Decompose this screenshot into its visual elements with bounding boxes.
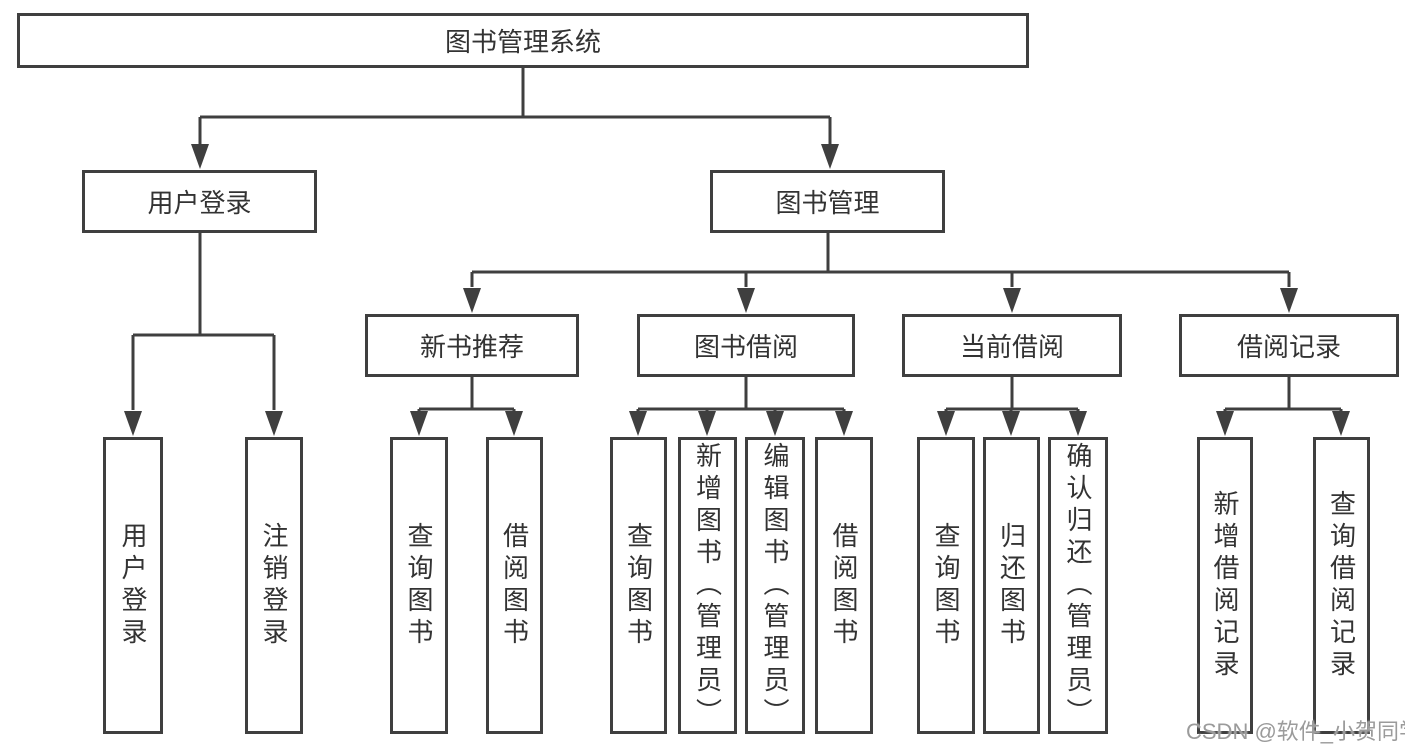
node-recommend-query-books: 查询图书: [390, 437, 448, 734]
node-label: 图书管理: [775, 188, 880, 218]
node-label: 查询图书: [623, 521, 654, 650]
node-label: 归还图书: [996, 521, 1027, 650]
node-label: 图书借阅: [693, 332, 798, 362]
node-book-management: 图书管理: [710, 170, 945, 233]
connector-book-borrow-children: [629, 377, 853, 436]
node-library-management-system: 图书管理系统: [17, 13, 1029, 68]
connector-borrow-records-children: [1216, 377, 1350, 436]
node-borrow-add-books-admin: 新增图书（管理员）: [678, 437, 737, 734]
node-recommend-borrow-books: 借阅图书: [486, 437, 543, 734]
node-records-query-record: 查询借阅记录: [1313, 437, 1370, 734]
node-current-return-books: 归还图书: [983, 437, 1040, 734]
node-label: 新增借阅记录: [1210, 489, 1240, 682]
node-label: 当前借阅: [959, 332, 1064, 362]
node-label: 图书管理系统: [444, 27, 601, 57]
node-label: 新增图书（管理员）: [692, 441, 723, 730]
node-label: 借阅图书: [499, 521, 530, 650]
node-logout: 注销登录: [245, 437, 303, 734]
node-current-query-books: 查询图书: [917, 437, 975, 734]
watermark: CSDN @软件_小贺同学: [1186, 719, 1405, 744]
node-records-add-record: 新增借阅记录: [1197, 437, 1253, 734]
node-label: 注销登录: [259, 521, 289, 650]
connector-new-book-rec-children: [410, 377, 523, 436]
node-label: 新书推荐: [419, 332, 524, 362]
connector-current-borrow-children: [937, 377, 1087, 436]
node-borrow-edit-books-admin: 编辑图书（管理员）: [745, 437, 805, 734]
node-user-login-action: 用户登录: [103, 437, 163, 734]
node-book-borrowing: 图书借阅: [637, 314, 855, 377]
node-current-confirm-return-admin: 确认归还（管理员）: [1048, 437, 1108, 734]
node-label: 查询图书: [931, 521, 961, 650]
node-current-borrowing: 当前借阅: [902, 314, 1122, 377]
node-borrow-borrow-books: 借阅图书: [815, 437, 873, 734]
connector-root-to-level2: [191, 67, 839, 169]
node-label: 确认归还（管理员）: [1063, 441, 1093, 730]
connector-user-login-children: [124, 233, 283, 436]
node-label: 查询图书: [404, 521, 434, 650]
connector-book-mgmt-to-level3: [463, 233, 1298, 313]
node-label: 查询借阅记录: [1326, 489, 1357, 682]
node-user-login: 用户登录: [82, 170, 317, 233]
node-label: 借阅图书: [829, 521, 859, 650]
node-borrowing-records: 借阅记录: [1179, 314, 1399, 377]
node-label: 用户登录: [147, 188, 252, 218]
node-label: 借阅记录: [1236, 332, 1341, 362]
node-label: 用户登录: [118, 521, 148, 650]
node-label: 编辑图书（管理员）: [760, 441, 790, 730]
node-borrow-query-books: 查询图书: [610, 437, 667, 734]
node-new-book-recommend: 新书推荐: [365, 314, 579, 377]
